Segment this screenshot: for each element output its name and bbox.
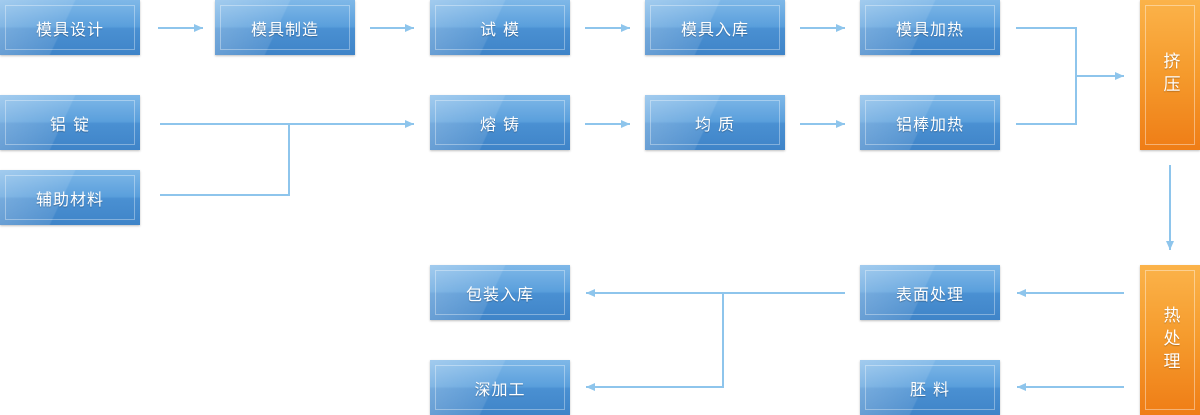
node-auxiliary-materials: 辅助材料: [0, 170, 140, 225]
node-rod-heating: 铝棒加热: [860, 95, 1000, 150]
node-label: 铝 锭: [49, 114, 91, 134]
node-extrusion: 挤压: [1140, 0, 1200, 150]
node-label: 挤压: [1159, 52, 1180, 98]
line-mold-heating-to-merge: [1016, 27, 1077, 125]
arrow-surface-to-deep-processing: [586, 293, 724, 391]
node-aluminum-ingot: 铝 锭: [0, 95, 140, 150]
node-label: 均 质: [694, 114, 736, 134]
node-homogenizing: 均 质: [645, 95, 785, 150]
node-packing-storage: 包装入库: [430, 265, 570, 320]
node-label: 包装入库: [465, 284, 534, 304]
node-trial-mold: 试 模: [430, 0, 570, 55]
node-mold-design: 模具设计: [0, 0, 140, 55]
node-surface-treatment: 表面处理: [860, 265, 1000, 320]
node-label: 试 模: [479, 19, 521, 39]
node-blank-material: 胚 料: [860, 360, 1000, 415]
node-label: 铝棒加热: [895, 114, 964, 134]
node-mold-storage: 模具入库: [645, 0, 785, 55]
node-label: 模具加热: [895, 19, 964, 39]
node-label: 辅助材料: [35, 189, 104, 209]
node-label: 热处理: [1159, 305, 1180, 375]
node-deep-processing: 深加工: [430, 360, 570, 415]
node-label: 模具入库: [680, 19, 749, 39]
line-aux-to-merge: [160, 124, 290, 196]
node-label: 模具制造: [250, 19, 319, 39]
node-label: 熔 铸: [479, 114, 521, 134]
node-casting: 熔 铸: [430, 95, 570, 150]
node-label: 胚 料: [909, 379, 951, 399]
node-heat-treatment: 热处理: [1140, 265, 1200, 415]
node-mold-making: 模具制造: [215, 0, 355, 55]
node-label: 深加工: [474, 379, 526, 399]
node-label: 模具设计: [35, 19, 104, 39]
node-label: 表面处理: [895, 284, 964, 304]
node-mold-heating: 模具加热: [860, 0, 1000, 55]
